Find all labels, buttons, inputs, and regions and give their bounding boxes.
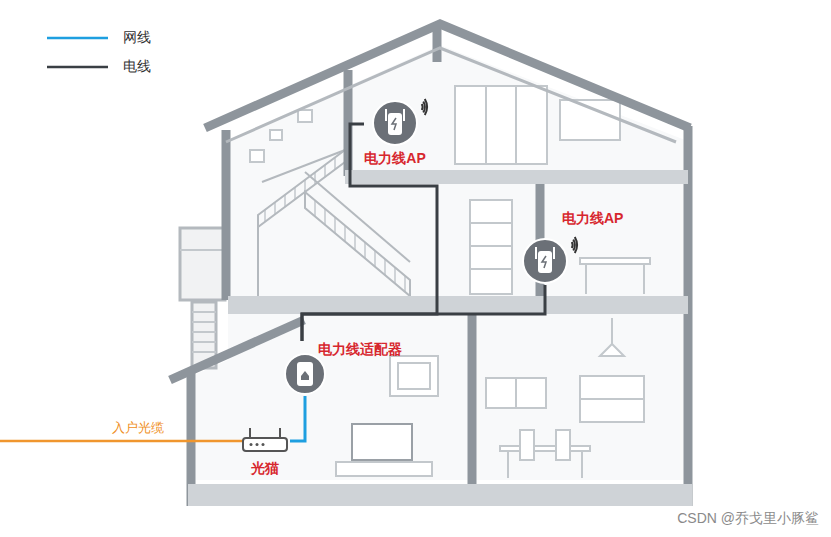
router-icon <box>241 428 289 454</box>
watermark: CSDN @乔戈里小豚鲨 <box>677 510 819 527</box>
device-label: 电力线适配器 <box>318 341 402 358</box>
power-line <box>302 124 437 341</box>
legend-text: 网线 <box>123 29 151 46</box>
fiber-label: 入户光缆 <box>112 420 164 436</box>
device-label: 光猫 <box>251 460 279 477</box>
legend-text: 电线 <box>123 58 151 75</box>
power-line <box>302 285 545 341</box>
powerline-ap: 电力线AP <box>522 210 625 285</box>
optical-modem: 光猫 <box>241 424 290 478</box>
ap-icon <box>372 100 418 146</box>
device-label: 电力线AP <box>562 210 623 227</box>
legend-line <box>47 37 108 40</box>
network-cable <box>290 396 305 441</box>
legend-line <box>47 66 108 69</box>
legend <box>47 38 108 67</box>
powerline-adapter: 电力线适配器 <box>284 341 403 396</box>
device-label: 电力线AP <box>364 150 425 167</box>
ap-icon <box>522 238 568 284</box>
powerline-ap: 电力线AP <box>364 100 427 168</box>
fiber-line <box>0 440 243 443</box>
adapter-icon <box>284 353 326 395</box>
